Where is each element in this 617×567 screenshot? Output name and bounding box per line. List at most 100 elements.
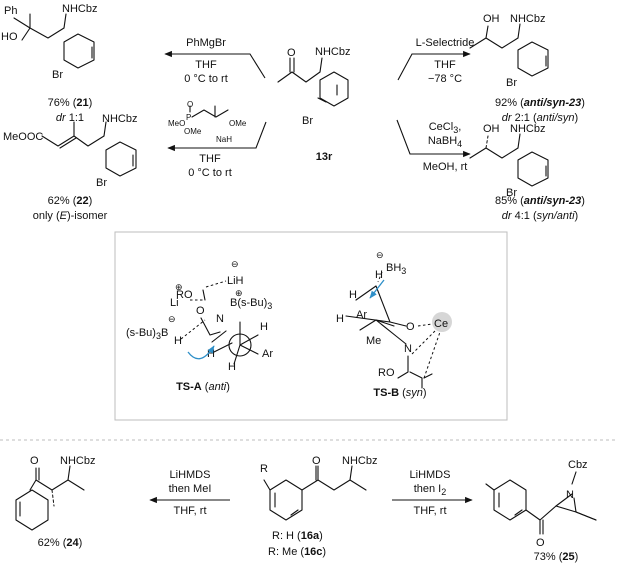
variant-16c: R: Me (16c) — [268, 546, 326, 558]
nhcbz-group-21: NHCbz — [62, 3, 97, 15]
solvent-right: THF, rt — [414, 505, 447, 517]
ts-b-o: O — [406, 321, 415, 333]
compound-13r: NHCbz O Br 13r — [277, 46, 350, 163]
solvent-luche: MeOH, rt — [423, 161, 468, 173]
compound-24: O NHCbz 62% (24) — [15, 455, 95, 549]
ts-a-h-1: H — [174, 335, 182, 347]
hwe-ome-3: OMe — [229, 119, 247, 128]
ketone-o-25: O — [536, 537, 545, 549]
arrow-grignard: PhMgBr THF 0 °C to rt — [164, 37, 266, 85]
ts-b-h-3: H — [336, 313, 344, 325]
meooc-group-22: MeOOC — [3, 131, 43, 143]
yield-25: 73% (25) — [534, 551, 579, 563]
ts-a-li-charge: ⊕ — [175, 282, 183, 292]
dr-23a: dr 2:1 (anti/syn) — [502, 112, 578, 124]
ts-a-lih-charge: ⊖ — [231, 259, 239, 269]
hwe-ome-1: MeO — [168, 119, 185, 128]
ts-b-ce: Ce — [434, 318, 448, 330]
nhcbz-group-16: NHCbz — [342, 455, 377, 467]
ts-a-b-left-charge: ⊖ — [168, 314, 176, 324]
temp-grignard: 0 °C to rt — [184, 73, 228, 85]
nhcbz-group-24: NHCbz — [60, 455, 95, 467]
ketone-o-16: O — [312, 455, 321, 467]
reagent-cecl3: CeCl3, — [429, 121, 462, 135]
ts-a-b-right: B(s-Bu)3 — [230, 297, 272, 311]
reagent-lihmds-left: LiHMDS — [170, 469, 211, 481]
solvent-selectride: THF — [434, 59, 456, 71]
ts-a-b-left: (s-Bu)3B — [126, 327, 168, 341]
ts-b-cerium-sphere — [432, 312, 452, 332]
ph-group-21: Ph — [4, 5, 17, 17]
transition-state-b: ⊖ BH3 H H H Ar O Ce Me N RO TS-B (syn) — [336, 250, 452, 399]
hwe-base: NaH — [216, 135, 232, 144]
cbz-group-25: Cbz — [568, 459, 588, 471]
compound-21: Ph HO NHCbz Br 76% (21) dr 1:1 — [1, 3, 97, 124]
ts-a-o: O — [196, 305, 205, 317]
variant-16a: R: H (16a) — [272, 530, 323, 542]
reagent-phmgbr: PhMgBr — [186, 37, 226, 49]
compound-23-selectride: OH NHCbz Br 92% (anti/syn-23) dr 2:1 (an… — [469, 13, 585, 124]
ts-a-h-2: H — [260, 321, 268, 333]
ts-b-bh3-charge: ⊖ — [376, 250, 384, 260]
ts-a-ro: RO — [176, 289, 193, 301]
hwe-ome-2: OMe — [184, 127, 202, 136]
nhcbz-group-22: NHCbz — [102, 113, 137, 125]
nhcbz-group-13r: NHCbz — [315, 46, 350, 58]
ts-a-label: TS-A (anti) — [176, 381, 230, 393]
arrow-luche: CeCl3, NaBH4 MeOH, rt — [396, 119, 471, 173]
ts-a-h-3: H — [207, 348, 215, 360]
arrow-hwe: MeO P O OMe OMe NaH THF 0 °C to rt — [167, 100, 267, 179]
yield-21: 76% (21) — [48, 97, 93, 109]
ts-a-n: N — [216, 313, 224, 325]
r-group-16: R — [260, 463, 268, 475]
solvent-hwe: THF — [199, 153, 221, 165]
ts-b-n: N — [404, 343, 412, 355]
yield-23b: 85% (anti/syn-23) — [495, 195, 585, 207]
ts-b-h-1: H — [375, 269, 383, 281]
ho-group-21: HO — [1, 31, 18, 43]
br-group-23b: Br — [506, 187, 517, 199]
hwe-o: O — [187, 100, 193, 109]
compound-16: R NHCbz O R: H (16a) R: Me (16c) — [260, 455, 377, 558]
ts-b-me: Me — [366, 335, 381, 347]
ts-a-b-charge: ⊕ — [235, 288, 243, 298]
br-group-23a: Br — [506, 77, 517, 89]
compound-22: MeOOC NHCbz Br 62% (22) only (E)-isomer — [3, 113, 137, 222]
br-group-21: Br — [52, 69, 63, 81]
compound-25: O N Cbz 73% (25) — [485, 459, 597, 563]
transition-state-box — [114, 231, 508, 421]
ts-a-h-4: H — [228, 361, 236, 373]
temp-hwe: 0 °C to rt — [188, 167, 232, 179]
nhcbz-group-23b: NHCbz — [510, 123, 545, 135]
aziridine-n-25: N — [566, 489, 574, 501]
ts-a-lih: LiH — [227, 275, 244, 287]
reagent-lihmds-right: LiHMDS — [410, 469, 451, 481]
hwe-p: P — [186, 113, 191, 122]
ts-a-li: Li — [170, 297, 179, 309]
ts-a-ar: Ar — [262, 348, 273, 360]
reagent-nabh4: NaBH4 — [428, 135, 462, 149]
transition-state-a: ⊖ LiH ⊕ Li RO ⊕ B(s-Bu)3 O N ⊖ (s-Bu)3B … — [126, 259, 273, 393]
arrow-selectride: L-Selectride THF −78 °C — [397, 37, 475, 85]
reagent-i2: then I2 — [414, 483, 447, 497]
oh-group-23b: OH — [483, 123, 500, 135]
dr-23b: dr 4:1 (syn/anti) — [502, 210, 578, 222]
ts-b-label: TS-B (syn) — [373, 387, 426, 399]
reagent-mei: then MeI — [169, 483, 212, 495]
br-group-22: Br — [96, 177, 107, 189]
yield-22: 62% (22) — [48, 195, 93, 207]
yield-24: 62% (24) — [38, 537, 83, 549]
temp-selectride: −78 °C — [428, 73, 462, 85]
ketone-o-13r: O — [287, 47, 296, 59]
compound-label-13r: 13r — [316, 151, 333, 163]
nhcbz-group-23a: NHCbz — [510, 13, 545, 25]
ts-b-ar: Ar — [356, 309, 367, 321]
yield-23a: 92% (anti/syn-23) — [495, 97, 585, 109]
reagent-l-selectride: L-Selectride — [416, 37, 475, 49]
ts-b-bh3: BH3 — [386, 262, 406, 276]
arrow-aziridination: LiHMDS then I2 THF, rt — [392, 469, 473, 517]
ts-b-ro: RO — [378, 367, 395, 379]
isomer-note-22: only (E)-isomer — [33, 210, 108, 222]
compound-23-luche: OH NHCbz Br 85% (anti/syn-23) dr 4:1 (sy… — [469, 123, 585, 222]
